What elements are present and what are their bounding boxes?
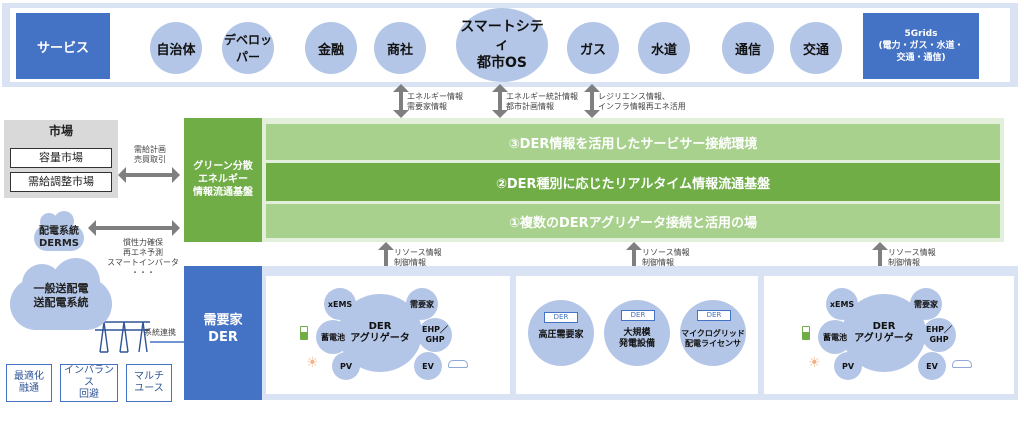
service-gas: ガス xyxy=(567,22,619,74)
top-arrow-label-3: レジリエンス情報、 インフラ情報再エネ活用 xyxy=(598,92,686,111)
five-grids-box: 5Grids (電力・ガス・水道・ 交通・通信) xyxy=(863,13,979,79)
service-telecom: 通信 xyxy=(722,22,774,74)
bubble-left-xems: xEMS xyxy=(324,288,356,320)
bubble-right-battery: 蓄電池 xyxy=(818,320,852,354)
battery-icon xyxy=(300,326,308,340)
top-arrow-label-1: エネルギー情報 需要家情報 xyxy=(407,92,463,111)
der-tag-1: DER xyxy=(544,312,578,323)
service-finance: 金融 xyxy=(305,22,357,74)
grid-item-optimize: 最適化 融通 xyxy=(6,364,52,402)
market-arrow xyxy=(118,167,180,183)
bubble-left-ehp: EHP／ GHP xyxy=(418,318,452,352)
car-icon-right xyxy=(952,360,972,368)
der-label: 需要家 DER xyxy=(203,313,243,345)
service-transport: 交通 xyxy=(790,22,842,74)
platform-label-box xyxy=(184,118,262,242)
grid-arrow xyxy=(88,220,180,236)
der-high-voltage: 高圧需要家 xyxy=(528,300,594,366)
grid-main-label: 一般送配電 送配電系統 xyxy=(33,282,89,309)
sun-icon-right: ☀ xyxy=(808,355,821,371)
layer-1: ①複数のDERアグリゲータ接続と活用の場 xyxy=(266,204,1000,238)
platform-label: グリーン分散 エネルギー 情報流通基盤 xyxy=(193,161,253,198)
layer-2: ②DER種別に応じたリアルタイム情報流通基盤 xyxy=(266,163,1000,201)
grid-item-imbalance: インバランス 回避 xyxy=(60,364,118,402)
der-tag-2: DER xyxy=(621,310,655,321)
market-title: 市場 xyxy=(48,124,73,138)
service-municipality: 自治体 xyxy=(150,22,202,74)
market-balancing: 需給調整市場 xyxy=(10,172,112,192)
market-capacity: 容量市場 xyxy=(10,148,112,168)
derms-label: 配電系統 DERMS xyxy=(39,226,79,249)
grid-cloud-icon xyxy=(8,258,114,332)
service-water: 水道 xyxy=(638,22,690,74)
bubble-right-xems: xEMS xyxy=(826,288,858,320)
service-developer: デベロッパー xyxy=(222,22,274,74)
bubble-left-pv: PV xyxy=(332,352,360,380)
bubble-right-consumer: 需要家 xyxy=(910,288,942,320)
layer-3: ③DER情報を活用したサービサー接続環境 xyxy=(266,124,1000,160)
sun-icon: ☀ xyxy=(306,355,319,371)
der-tag-3: DER xyxy=(697,310,731,321)
bubble-right-pv: PV xyxy=(834,352,862,380)
der-label-box xyxy=(184,266,262,400)
bubble-right-ev: EV xyxy=(918,352,946,380)
bubble-left-battery: 蓄電池 xyxy=(316,320,350,354)
car-icon xyxy=(448,360,468,368)
bottom-arrow-label-2: リソース情報 制御情報 xyxy=(642,248,690,267)
bubble-right-ehp: EHP／ GHP xyxy=(922,318,956,352)
market-arrow-label: 需給計画 売買取引 xyxy=(134,145,166,164)
bottom-arrow-label-1: リソース情報 制御情報 xyxy=(394,248,442,267)
battery-icon-right xyxy=(802,326,810,340)
grid-item-multiuse: マルチ ユース xyxy=(126,364,172,402)
der-microgrid-label: マイクログリッド 配電ライセンサ xyxy=(681,329,745,348)
service-trading: 商社 xyxy=(374,22,426,74)
bubble-left-consumer: 需要家 xyxy=(406,288,438,320)
top-arrow-label-2: エネルギー統計情報 都市計画情報 xyxy=(506,92,578,111)
derms-cloud-icon xyxy=(34,211,84,253)
services-label: サービス xyxy=(16,13,110,79)
service-smart-city: スマートシティ 都市OS xyxy=(456,8,548,82)
grid-link-label: 系統連携 xyxy=(144,328,176,337)
bubble-left-ev: EV xyxy=(414,352,442,380)
der-high-voltage-label: 高圧需要家 xyxy=(538,329,584,340)
grid-arrow-label: 慣性力確保 再エネ予測 スマートインバータ ・・・ xyxy=(107,238,179,277)
bottom-arrow-label-3: リソース情報 制御情報 xyxy=(888,248,936,267)
der-large-generation-label: 大規模 発電設備 xyxy=(618,328,655,349)
